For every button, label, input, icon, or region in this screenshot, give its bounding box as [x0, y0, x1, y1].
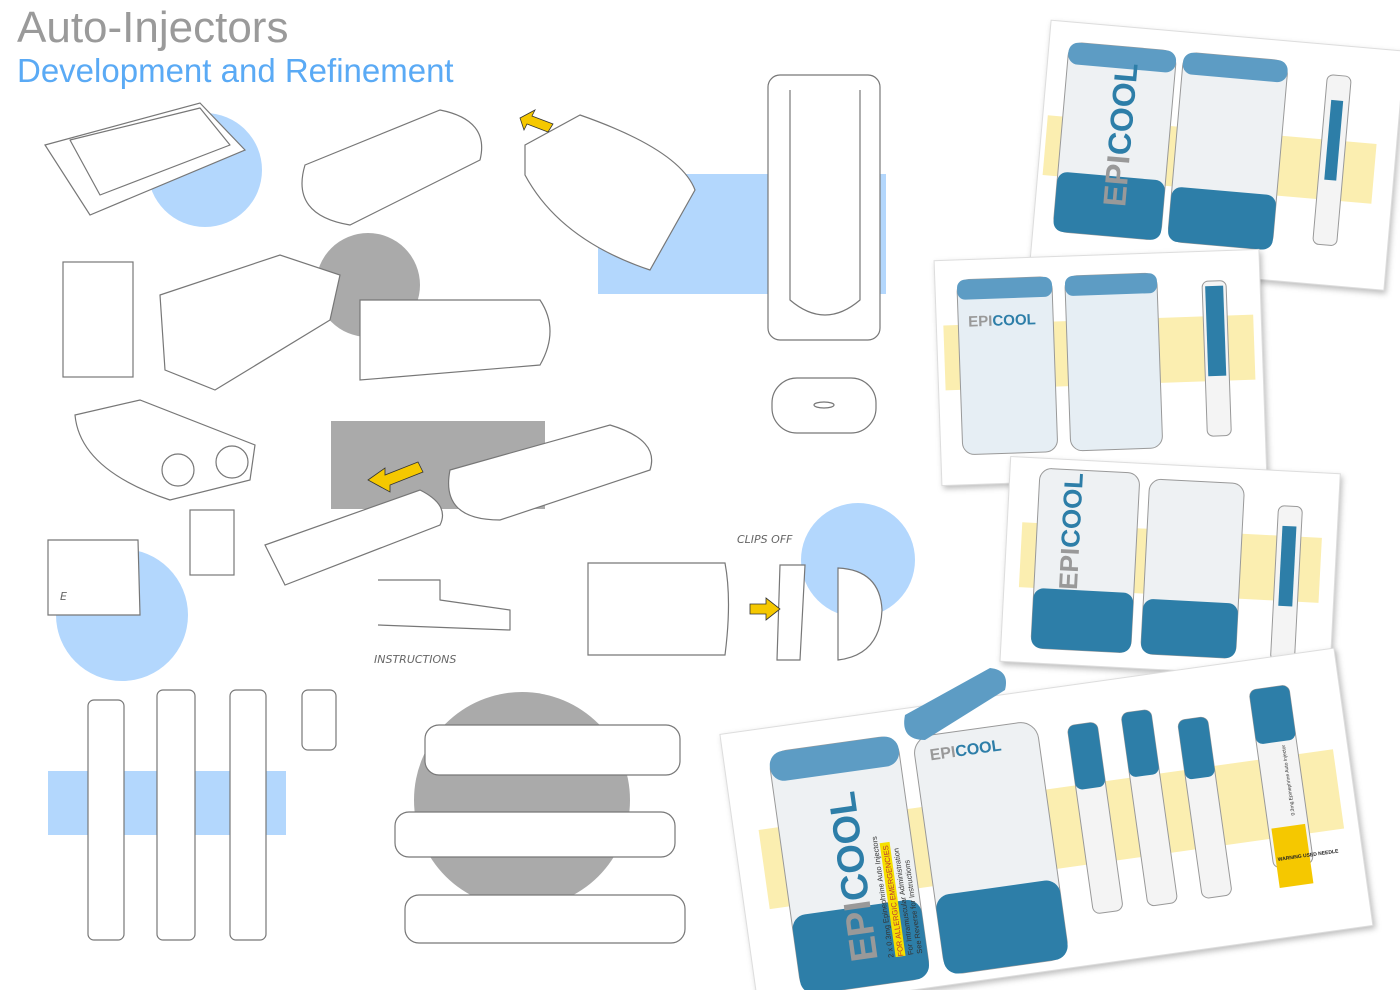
brand-cool: COOL [1101, 61, 1145, 156]
arrow-icon [519, 109, 554, 133]
sketch-device-7 [264, 489, 444, 586]
brand-epi: EPI [1096, 153, 1136, 208]
cap-render [904, 668, 1006, 740]
sketch-device-1 [44, 102, 247, 216]
sketch-clip-off [587, 562, 883, 661]
svg-text:EPICOOL: EPICOOL [821, 789, 886, 964]
brand-epi: EPI [1053, 547, 1085, 590]
annotation-instructions: INSTRUCTIONS [374, 653, 456, 666]
sketch-device-3 [524, 114, 696, 271]
svg-text:EPICOOL: EPICOOL [929, 737, 1003, 764]
svg-text:EPICOOL: EPICOOL [1053, 472, 1089, 591]
brand-epi: EPI [929, 744, 957, 764]
sketch-side [359, 299, 551, 381]
render-card-2: EPICOOL [933, 248, 1268, 487]
sketch-device-2 [301, 109, 483, 226]
arrow-icon [367, 461, 424, 493]
render-card-4: EPICOOL 2 x 0.3mg Epinephrine Auto Injec… [719, 647, 1374, 990]
sketch-letter-e: E [60, 590, 67, 603]
annotation-clips-off: CLIPS OFF [737, 533, 793, 546]
sketch-front [62, 261, 134, 378]
sketch-device-4 [159, 254, 341, 391]
brand-epi: EPI [837, 898, 887, 964]
blue-circle [801, 503, 915, 617]
sketch-device-tall [767, 74, 881, 434]
svg-text:EPICOOL: EPICOOL [968, 311, 1036, 330]
brand-epi: EPI [968, 313, 993, 331]
render-card-3: EPICOOL [999, 455, 1341, 680]
sketch-device-5 [74, 399, 256, 501]
sketch-clip [189, 509, 235, 576]
arrow-icon [749, 597, 781, 621]
sketch-section [377, 579, 511, 631]
brand-cool: COOL [1055, 472, 1089, 549]
page-subtitle: Development and Refinement [17, 52, 454, 89]
svg-text:EPICOOL: EPICOOL [1096, 61, 1144, 208]
sketch-logo-block [47, 539, 141, 616]
page-title: Auto-Injectors [17, 3, 289, 52]
brand-cool: COOL [954, 737, 1002, 760]
sketch-device-6 [448, 424, 653, 521]
brand-cool: COOL [992, 311, 1036, 330]
render-card-1: EPICOOL [1029, 19, 1400, 291]
sketch-pens [87, 689, 686, 944]
